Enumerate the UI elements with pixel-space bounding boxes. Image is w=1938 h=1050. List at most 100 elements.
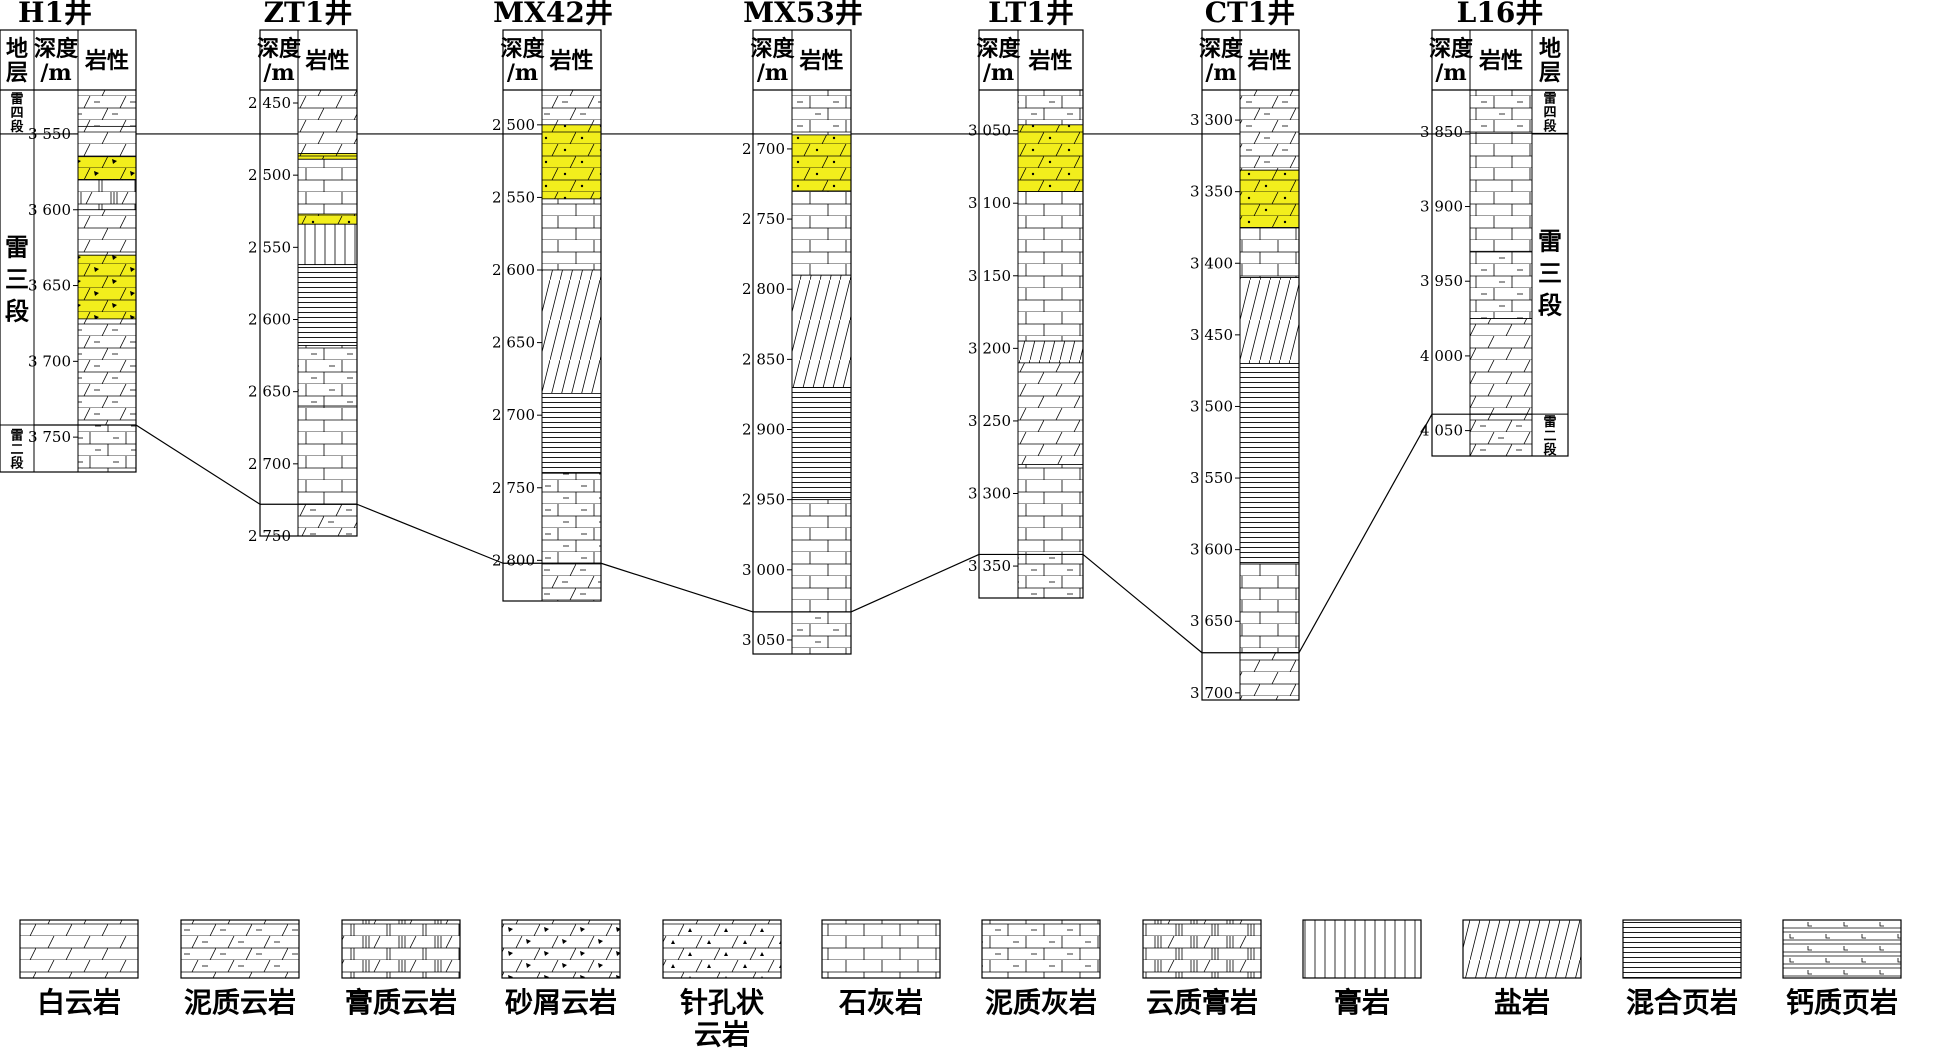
depth-label: 2 700 [742, 140, 785, 158]
strat-label-char: 四 [1543, 106, 1556, 121]
legend-swatch [180, 919, 300, 979]
layer-muddy_dolomite [541, 89, 602, 126]
lei2-correlation-line [850, 553, 980, 613]
layer-muddy_limestone [791, 611, 852, 655]
depth-label: 2 800 [492, 551, 535, 569]
lithology-header: 岩性 [548, 48, 593, 74]
legend-item-mixed_shale: 混合页岩 [1622, 919, 1742, 1019]
layer-muddy_limestone [541, 472, 602, 564]
lithology-header: 岩性 [1478, 48, 1523, 74]
depth-label: 3 550 [28, 125, 71, 143]
depth-header: 深度 [750, 36, 795, 62]
legend-label: 针孔状 [680, 986, 765, 1019]
layer-dolomite [77, 209, 137, 256]
layer-limestone [791, 190, 852, 276]
column-frame [1201, 29, 1300, 701]
legend-label: 钙质页岩 [1786, 986, 1898, 1019]
depth-label: 2 950 [742, 491, 785, 509]
lithology-header: 岩性 [1246, 48, 1291, 74]
depth-label: 2 650 [248, 383, 291, 401]
depth-label: 4 050 [1420, 422, 1463, 440]
depth-header: 深度 [34, 36, 79, 62]
legend-item-gypsum_dolomite: 膏质云岩 [341, 919, 461, 1019]
depth-unit: /m [983, 60, 1014, 86]
strat-label: 雷四段 [10, 91, 23, 135]
column-frame [978, 29, 1084, 599]
strat-label-char: 雷 [5, 232, 29, 261]
depth-label: 3 750 [28, 428, 71, 446]
strat-label-char: 雷 [1543, 91, 1556, 107]
layer-salt [541, 269, 602, 394]
strat-header: 层 [1539, 60, 1561, 86]
well-name: H1井 [18, 0, 92, 29]
lithology-header: 岩性 [1027, 48, 1072, 74]
layer-pinhole_dolomite [541, 124, 602, 200]
depth-label: 2 750 [492, 479, 535, 497]
column-frame [259, 29, 358, 537]
strat-label-char: 三 [5, 264, 29, 293]
depth-label: 2 750 [248, 527, 291, 545]
depth-label: 3 350 [968, 557, 1011, 575]
layer-muddy_limestone [791, 89, 852, 136]
layer-dolomite [1239, 652, 1300, 701]
depth-label: 3 950 [1420, 272, 1463, 290]
depth-label: 2 500 [248, 166, 291, 184]
layer-muddy_dolomite [1469, 413, 1533, 457]
lei2-correlation-line [356, 503, 504, 564]
legend-label: 泥质云岩 [184, 986, 296, 1019]
legend-swatch [1462, 919, 1582, 979]
strat-label-char: 段 [1543, 119, 1556, 135]
layer-pinhole_dolomite [791, 134, 852, 192]
layer-dolomite [77, 125, 137, 158]
legend-swatch [662, 919, 782, 979]
legend-item-dolomite: 白云岩 [19, 919, 139, 1019]
strat-label-char: 二 [1543, 429, 1556, 444]
legend-item-sand_dolomite: 砂屑云岩 [501, 919, 621, 1019]
legend-swatch [501, 919, 621, 979]
well-name: MX42井 [493, 0, 613, 29]
depth-label: 3 650 [28, 277, 71, 295]
depth-unit: /m [507, 60, 538, 86]
depth-unit: /m [40, 60, 71, 86]
strat-label-char: 段 [10, 119, 23, 135]
depth-label: 2 550 [248, 238, 291, 256]
column-frame [502, 29, 602, 602]
strat-header: 地 [6, 36, 28, 62]
depth-label: 3 200 [968, 339, 1011, 357]
layer-dolomite [1469, 318, 1533, 415]
strat-label-char: 雷 [1538, 227, 1562, 256]
column-frame [752, 29, 852, 655]
depth-unit: /m [757, 60, 788, 86]
depth-label: 3 700 [28, 352, 71, 370]
legend-label: 盐岩 [1494, 986, 1550, 1019]
depth-label: 2 900 [742, 421, 785, 439]
depth-label: 3 050 [742, 631, 785, 649]
layer-mixed_shale [1239, 363, 1300, 565]
legend-swatch [19, 919, 139, 979]
layer-sand_dolomite [77, 156, 137, 180]
legend-label: 膏岩 [1334, 986, 1390, 1019]
depth-header: 深度 [1429, 36, 1474, 62]
strat-label: 雷三段 [5, 232, 29, 325]
strat-header: 地 [1539, 36, 1561, 62]
layer-limestone [297, 158, 358, 215]
lithology-header: 岩性 [84, 48, 129, 74]
depth-header: 深度 [976, 36, 1021, 62]
strat-label: 雷二段 [1543, 414, 1556, 458]
strat-label-char: 四 [10, 106, 23, 121]
legend-item-calc_shale: 钙质页岩 [1782, 919, 1902, 1019]
layer-muddy_dolomite [77, 89, 137, 127]
layer-dolomite [297, 89, 358, 154]
lithology-legend: 白云岩泥质云岩膏质云岩砂屑云岩针孔状云岩石灰岩泥质灰岩云质膏岩膏岩盐岩混合页岩钙… [19, 919, 1902, 1050]
layer-salt [1239, 277, 1300, 364]
layer-mixed_shale [541, 393, 602, 474]
strat-label-char: 段 [1538, 291, 1562, 320]
strat-label-char: 段 [10, 456, 23, 472]
depth-label: 3 500 [1190, 397, 1233, 415]
depth-label: 3 250 [968, 412, 1011, 430]
column-frame [1431, 29, 1569, 457]
